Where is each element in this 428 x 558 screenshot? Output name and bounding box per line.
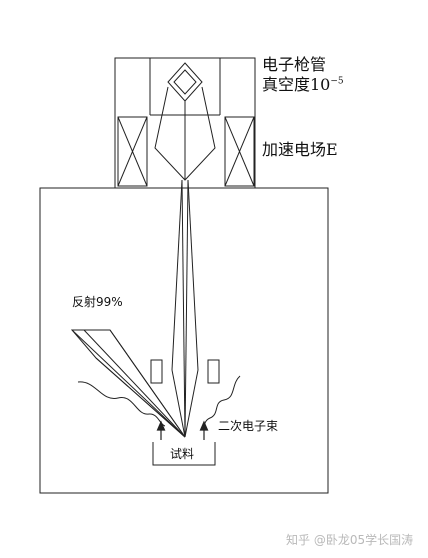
sample-label: 试料 [170, 447, 195, 461]
electrode-right [207, 359, 220, 384]
gun-tube [114, 57, 256, 189]
secondary-wave-left [77, 381, 166, 427]
vacuum-exponent: −5 [330, 76, 344, 87]
watermark: 知乎 @卧龙05学长国涛 [286, 533, 414, 547]
secondary-electron-arrows [156, 420, 209, 440]
vacuum-label-text: 真空度10 [262, 75, 331, 94]
electrode-left [150, 359, 163, 384]
electron-beam [154, 86, 216, 438]
vacuum-label: 真空度10−5 [262, 77, 344, 93]
cathode-outer [167, 62, 203, 102]
cathode-inner [173, 69, 197, 95]
sample-holder [152, 442, 216, 466]
accel-field-label: 加速电场E [262, 140, 338, 159]
reflected-beam [70, 329, 186, 438]
reflect-label: 反射99% [72, 295, 123, 309]
coil-right [224, 116, 255, 187]
secondary-beam-label: 二次电子束 [218, 419, 279, 433]
coil-left [117, 116, 148, 187]
gun-label: 电子枪管 [262, 55, 327, 74]
